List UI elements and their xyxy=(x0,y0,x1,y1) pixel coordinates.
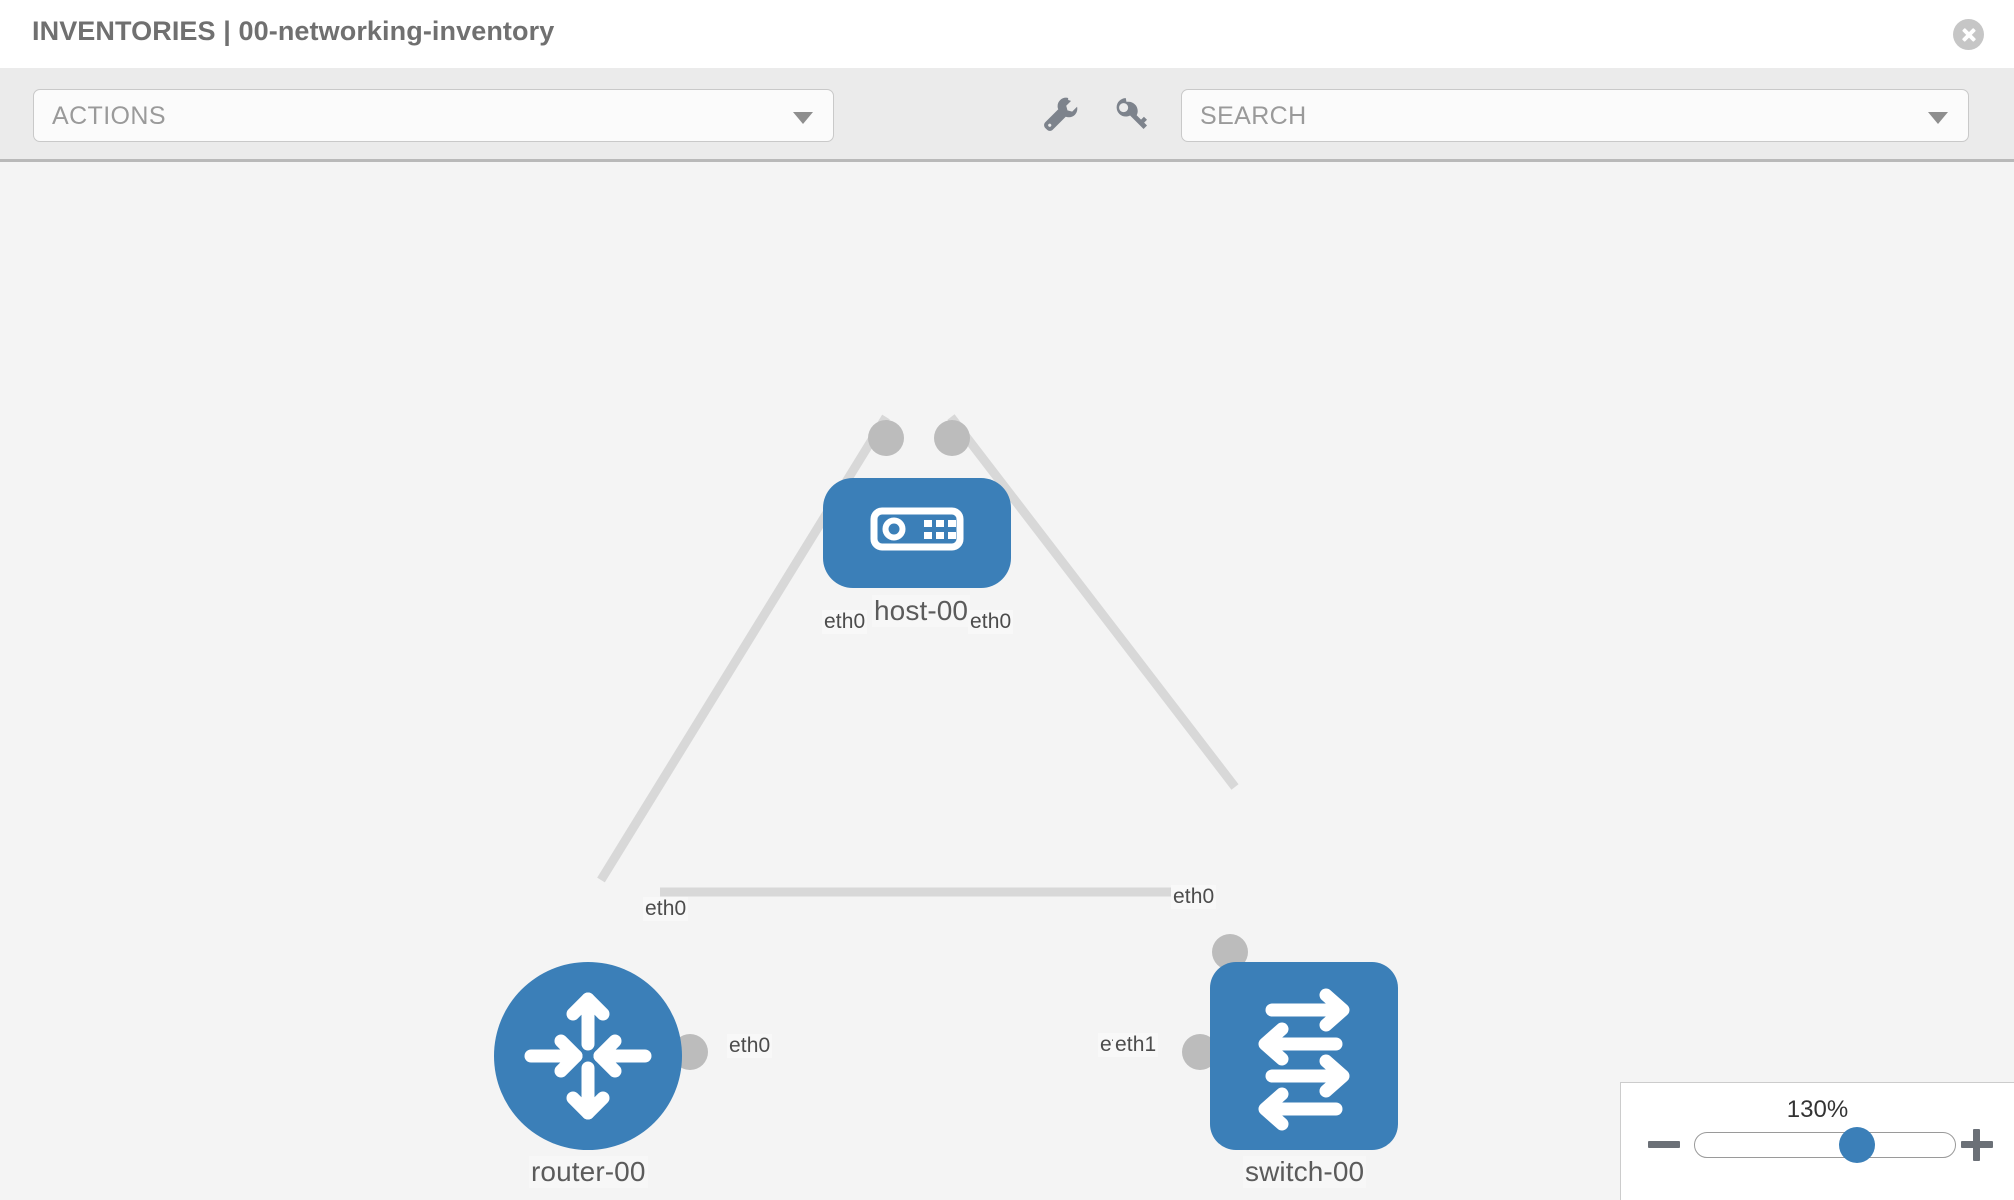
port-label-router-right: eth0 xyxy=(727,1034,773,1058)
wrench-icon[interactable] xyxy=(1037,92,1083,138)
port-label-host-right: eth0 xyxy=(968,610,1014,634)
node-router-00[interactable] xyxy=(494,962,682,1150)
toolbar: ACTIONS SEARCH xyxy=(0,68,2014,162)
router-arrows-icon xyxy=(494,962,682,1150)
zoom-level-value: 130% xyxy=(1786,1096,1849,1123)
zoom-control-panel: 130% xyxy=(1620,1082,2014,1200)
chevron-down-icon xyxy=(1928,112,1948,124)
zoom-out-button[interactable] xyxy=(1647,1128,1681,1162)
node-host-00[interactable] xyxy=(823,478,1011,588)
node-label-router-00: router-00 xyxy=(529,1156,648,1188)
node-label-host-00: host-00 xyxy=(872,595,971,627)
port-label-switch-up: eth0 xyxy=(1171,885,1217,909)
chevron-down-icon xyxy=(793,112,813,124)
page-title: INVENTORIES | 00-networking-inventory xyxy=(32,16,555,46)
zoom-in-button[interactable] xyxy=(1960,1128,1994,1162)
endpoint-host-left[interactable] xyxy=(868,420,904,456)
window-titlebar: INVENTORIES | 00-networking-inventory xyxy=(0,0,2014,68)
port-label-switch-left: eth1 xyxy=(1113,1033,1159,1057)
port-label-host-left: eth0 xyxy=(822,610,868,634)
search-placeholder: SEARCH xyxy=(1200,102,1307,130)
server-icon xyxy=(823,478,1011,588)
actions-dropdown[interactable]: ACTIONS xyxy=(33,89,834,142)
node-switch-00[interactable] xyxy=(1210,962,1398,1150)
close-icon[interactable] xyxy=(1953,19,1984,50)
zoom-slider-thumb[interactable] xyxy=(1839,1127,1876,1163)
endpoint-host-right[interactable] xyxy=(934,420,970,456)
search-input[interactable]: SEARCH xyxy=(1181,89,1969,142)
link-host-switch xyxy=(947,414,1239,790)
node-label-switch-00: switch-00 xyxy=(1243,1156,1367,1188)
topology-links xyxy=(597,414,1239,897)
port-label-router-up: eth0 xyxy=(643,897,689,921)
actions-dropdown-label: ACTIONS xyxy=(52,102,166,130)
key-icon[interactable] xyxy=(1108,92,1154,138)
switch-arrows-icon xyxy=(1210,962,1398,1150)
topology-canvas[interactable]: host-00 xyxy=(0,162,2014,1200)
zoom-slider-track[interactable] xyxy=(1694,1127,1956,1163)
